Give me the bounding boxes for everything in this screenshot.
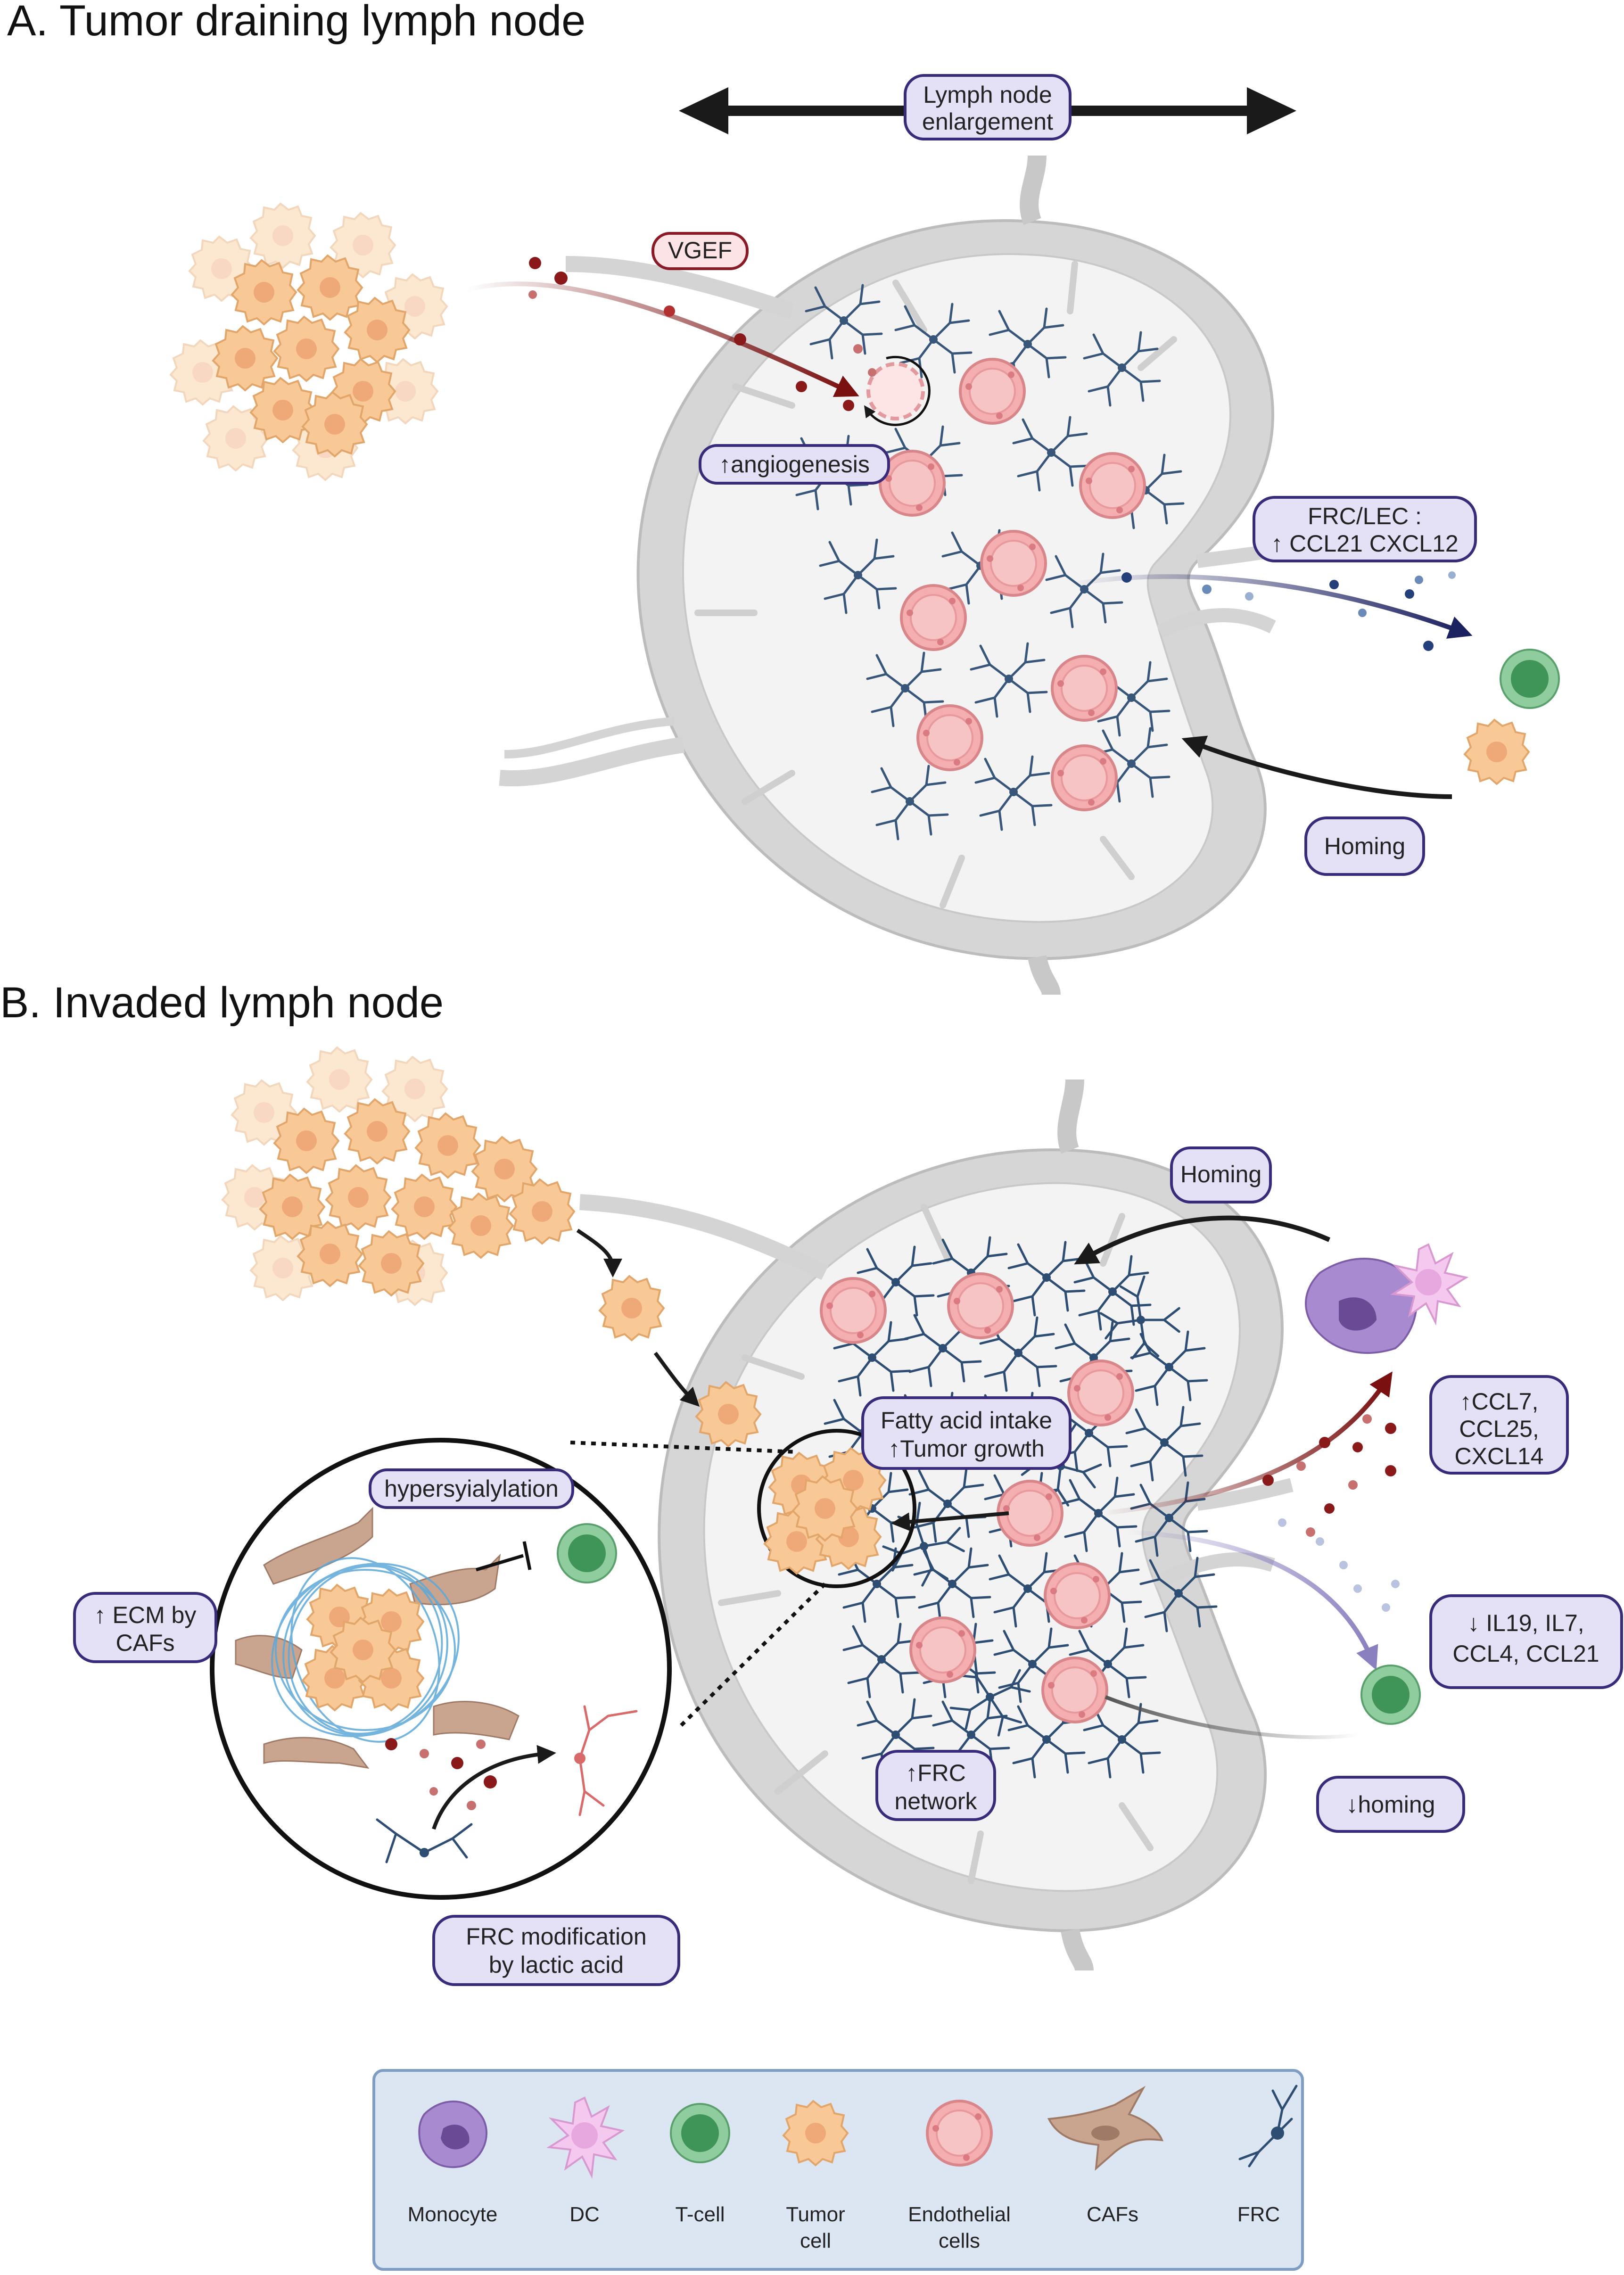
legend-t-cell-label: T-cell — [675, 2203, 725, 2226]
legend-endothelial-label-1: Endothelial — [908, 2203, 1011, 2226]
svg-text:hypersyialylation: hypersyialylation — [384, 1475, 559, 1502]
legend-tumor-label-1: Tumor — [786, 2203, 845, 2226]
svg-text:CXCL14: CXCL14 — [1455, 1443, 1544, 1469]
svg-text:enlargement: enlargement — [922, 108, 1053, 135]
legend-endothelial-label-2: cells — [939, 2229, 980, 2252]
svg-text:Fatty acid intake: Fatty acid intake — [881, 1407, 1052, 1434]
label-il-down: ↓ IL19, IL7, CCL4, CCL21 — [1429, 1594, 1623, 1689]
t-cell-b — [1360, 1665, 1421, 1725]
label-hypersialylation: hypersyialylation — [369, 1468, 574, 1509]
label-angiogenesis: ↑angiogenesis — [699, 444, 890, 485]
svg-text:VGEF: VGEF — [668, 237, 732, 264]
chemokine-arrow-a — [1070, 571, 1473, 651]
endothelial-icon — [927, 2101, 991, 2165]
legend-frc-label: FRC — [1237, 2203, 1280, 2226]
svg-text:↑ ECM by: ↑ ECM by — [94, 1602, 197, 1628]
monocyte-icon — [418, 2100, 488, 2168]
label-frc-network: ↑FRC network — [875, 1750, 996, 1821]
svg-text:↓homing: ↓homing — [1346, 1791, 1435, 1818]
cytokine-down-arrow-b — [1126, 1518, 1400, 1671]
svg-text:by lactic acid: by lactic acid — [489, 1952, 624, 1978]
chemokine-arrow-b — [1103, 1371, 1396, 1537]
legend-monocyte-label: Monocyte — [408, 2203, 498, 2226]
intranodal-tumor — [757, 1429, 1009, 1588]
vgef-arrow — [466, 257, 876, 411]
label-frc-modification: FRC modification by lactic acid — [432, 1915, 680, 1986]
monocyte-dc-b — [1305, 1243, 1469, 1354]
svg-text:FRC/LEC :: FRC/LEC : — [1308, 503, 1422, 529]
legend-dc-label: DC — [569, 2203, 600, 2226]
label-ccl-up: ↑CCL7, CCL25, CXCL14 — [1429, 1375, 1569, 1475]
svg-text:↑FRC: ↑FRC — [906, 1760, 966, 1786]
dc-icon — [546, 2096, 625, 2179]
t-cell-a — [1500, 649, 1560, 709]
t-cell-icon — [670, 2103, 730, 2163]
panel-a-title: A. Tumor draining lymph node — [7, 0, 585, 45]
svg-text:↓ IL19, IL7,: ↓ IL19, IL7, — [1467, 1610, 1584, 1636]
label-homing-down: ↓homing — [1316, 1776, 1465, 1833]
label-vgef: VGEF — [651, 232, 749, 270]
label-ecm: ↑ ECM by CAFs — [73, 1592, 217, 1663]
legend-tumor-label-2: cell — [800, 2229, 831, 2252]
zoom-lines — [570, 1441, 826, 1727]
svg-text:CAFs: CAFs — [116, 1630, 175, 1656]
endothelial-cells-a — [864, 355, 1145, 810]
legend-caf-label: CAFs — [1087, 2203, 1138, 2226]
frc-icon — [1238, 2085, 1298, 2168]
svg-text:Homing: Homing — [1324, 833, 1405, 859]
tumor-cluster-b — [222, 1047, 575, 1306]
zoom-circle — [210, 1438, 672, 1900]
tumor-cluster-a — [170, 203, 448, 481]
label-enlargement: Lymph node enlargement — [904, 74, 1072, 140]
svg-text:↑CCL7,: ↑CCL7, — [1460, 1388, 1539, 1415]
label-frc-lec: FRC/LEC : ↑ CCL21 CXCL12 — [1253, 496, 1477, 562]
panel-b-title: B. Invaded lymph node — [0, 979, 444, 1027]
tumor-cell-a — [1464, 719, 1530, 785]
svg-text:↑angiogenesis: ↑angiogenesis — [719, 451, 870, 478]
caf-icon — [1047, 2085, 1164, 2171]
homing-arrow-a — [1181, 735, 1452, 799]
svg-text:↑ CCL21 CXCL12: ↑ CCL21 CXCL12 — [1271, 530, 1458, 557]
svg-text:CCL25,: CCL25, — [1459, 1416, 1539, 1442]
svg-text:FRC modification: FRC modification — [466, 1923, 646, 1950]
svg-text:network: network — [894, 1788, 977, 1814]
migrating-tumor-cells — [576, 1228, 761, 1447]
label-fatty-acid: Fatty acid intake ↑Tumor growth — [861, 1396, 1072, 1470]
svg-text:CCL4, CCL21: CCL4, CCL21 — [1452, 1640, 1599, 1667]
label-homing-b: Homing — [1170, 1146, 1272, 1203]
svg-text:Homing: Homing — [1180, 1161, 1261, 1187]
legend: Monocyte DC T-cell Tumor cell Endothelia… — [372, 2069, 1304, 2271]
reduced-homing-line — [1105, 1695, 1358, 1739]
label-homing-a: Homing — [1304, 816, 1425, 876]
lymph-node-b — [579, 1079, 1294, 1971]
svg-text:↑Tumor growth: ↑Tumor growth — [888, 1435, 1045, 1462]
homing-arrow-b — [1074, 1215, 1331, 1265]
svg-text:Lymph node: Lymph node — [923, 82, 1052, 108]
